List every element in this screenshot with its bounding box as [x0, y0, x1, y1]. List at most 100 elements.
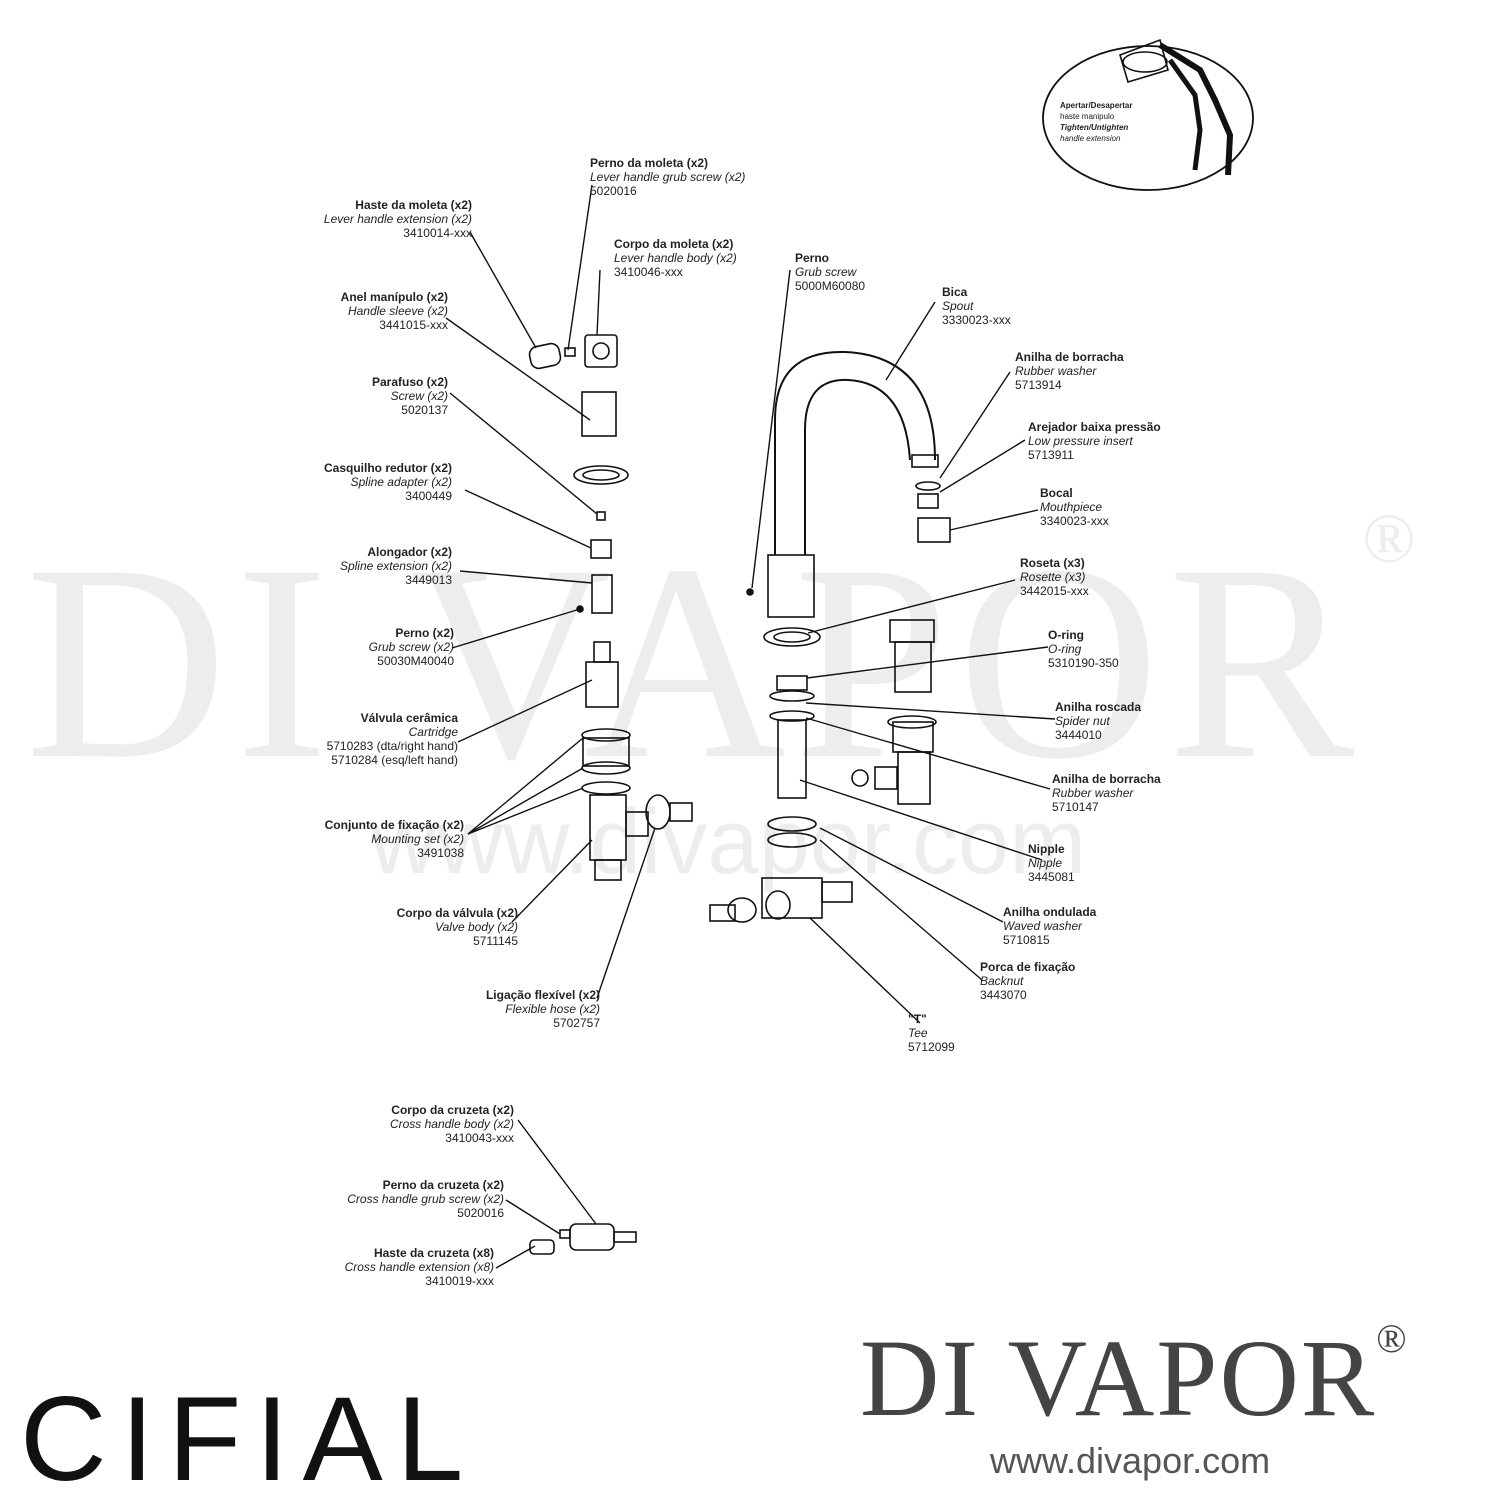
label-flexible-hose: Ligação flexível (x2) Flexible hose (x2)… — [486, 988, 600, 1030]
label-en: Spider nut — [1055, 714, 1110, 728]
label-pt: Porca de fixação — [980, 960, 1076, 974]
label-pt: Bica — [942, 285, 968, 299]
label-code: 3491038 — [417, 846, 464, 860]
label-pt: Haste da cruzeta (x8) — [373, 1246, 494, 1260]
label-en: Waved washer — [1003, 919, 1083, 933]
label-handle-sleeve: Anel manípulo (x2) Handle sleeve (x2) 34… — [341, 290, 448, 332]
divapor-logo: DI VAPOR® — [860, 1315, 1409, 1442]
label-en: Cross handle grub screw (x2) — [347, 1192, 504, 1206]
label-rosette: Roseta (x3) Rosette (x3) 3442015-xxx — [1020, 556, 1089, 598]
label-code: 3410043-xxx — [445, 1131, 514, 1145]
label-en: Grub screw — [795, 265, 857, 279]
label-waved-washer: Anilha ondulada Waved washer 5710815 — [1003, 905, 1096, 947]
label-en: Spline adapter (x2) — [350, 475, 452, 489]
label-pt: Perno (x2) — [395, 626, 454, 640]
label-code: 3330023-xxx — [942, 313, 1011, 327]
label-code: 5000M60080 — [795, 279, 866, 293]
label-valve-body: Corpo da válvula (x2) Valve body (x2) 57… — [397, 906, 518, 948]
label-code: 3449013 — [405, 573, 452, 587]
label-en: Handle sleeve (x2) — [347, 304, 448, 318]
label-en: Screw (x2) — [390, 389, 448, 403]
label-en: Tee — [908, 1026, 928, 1040]
leader-lines — [445, 184, 1056, 1269]
label-code: 3441015-xxx — [379, 318, 448, 332]
label-pt: Anilha ondulada — [1003, 905, 1097, 919]
label-rubber-washer-top: Anilha de borracha Rubber washer 5713914 — [1015, 350, 1124, 392]
label-pt: Anilha de borracha — [1052, 772, 1161, 786]
label-pt: Perno da cruzeta (x2) — [382, 1178, 504, 1192]
label-code: 3410019-xxx — [425, 1274, 494, 1288]
inset-en-sub: handle extension — [1060, 134, 1121, 143]
label-code: 50030M40040 — [377, 654, 454, 668]
label-spout-grub-screw: Perno Grub screw 5000M60080 — [795, 251, 865, 293]
label-pt: Perno da moleta (x2) — [590, 156, 709, 170]
inset-tool-illustration — [1042, 38, 1254, 191]
label-en: Flexible hose (x2) — [505, 1002, 600, 1016]
label-pt: Conjunto de fixação (x2) — [324, 818, 464, 832]
label-pt: Parafuso (x2) — [371, 375, 448, 389]
label-pt: Anilha de borracha — [1015, 350, 1124, 364]
label-code: 3444010 — [1055, 728, 1102, 742]
label-en: Lever handle extension (x2) — [323, 212, 472, 226]
label-pt: O-ring — [1048, 628, 1084, 642]
right-valve-parts — [851, 619, 937, 805]
label-pt: Arejador baixa pressão — [1028, 420, 1161, 434]
label-spout: Bica Spout 3330023-xxx — [942, 285, 1011, 327]
label-pt: Haste da moleta (x2) — [355, 198, 472, 212]
label-en: Valve body (x2) — [435, 920, 518, 934]
label-cross-handle-body: Corpo da cruzeta (x2) Cross handle body … — [390, 1103, 514, 1145]
label-lever-grub-screw: Perno da moleta (x2) Lever handle grub s… — [590, 156, 745, 198]
label-nipple: Nipple Nipple 3445081 — [1028, 842, 1075, 884]
label-en: Rubber washer — [1052, 786, 1134, 800]
spout-parts — [709, 350, 951, 923]
label-tee: "T" Tee 5712099 — [908, 1012, 955, 1054]
cross-handle-parts — [529, 1223, 637, 1255]
label-screw: Parafuso (x2) Screw (x2) 5020137 — [372, 375, 448, 417]
watermark-url: www.divapor.com — [370, 791, 1086, 893]
label-code: 5310190-350 — [1048, 656, 1119, 670]
label-grub-screw: Perno (x2) Grub screw (x2) 50030M40040 — [369, 626, 454, 668]
inset-caption: Apertar/Desapertar haste manipulo Tighte… — [1060, 100, 1132, 144]
label-pt: Corpo da cruzeta (x2) — [391, 1103, 514, 1117]
label-cartridge: Válvula cerâmica Cartridge 5710283 (dta/… — [327, 711, 458, 767]
label-pt: Anilha roscada — [1055, 700, 1142, 714]
label-pt: Nipple — [1028, 842, 1065, 856]
label-code: 5710815 — [1003, 933, 1050, 947]
label-code: 3443070 — [980, 988, 1027, 1002]
inset-pt-sub: haste manipulo — [1060, 112, 1115, 121]
label-pt: "T" — [908, 1012, 927, 1026]
label-lever-body: Corpo da moleta (x2) Lever handle body (… — [614, 237, 737, 279]
label-en: Mouthpiece — [1040, 500, 1103, 514]
label-o-ring: O-ring O-ring 5310190-350 — [1048, 628, 1119, 670]
label-cross-handle-extension: Haste da cruzeta (x8) Cross handle exten… — [345, 1246, 494, 1288]
label-pt: Roseta (x3) — [1020, 556, 1085, 570]
label-en: Rubber washer — [1015, 364, 1097, 378]
label-pt: Corpo da moleta (x2) — [614, 237, 734, 251]
label-pt: Perno — [795, 251, 830, 265]
label-spline-adapter: Casquilho redutor (x2) Spline adapter (x… — [324, 461, 452, 503]
label-code: 3400449 — [405, 489, 452, 503]
label-code: 3410046-xxx — [614, 265, 683, 279]
label-en: Lever handle grub screw (x2) — [590, 170, 746, 184]
label-lever-extension: Haste da moleta (x2) Lever handle extens… — [324, 198, 472, 240]
label-en: Cross handle extension (x8) — [344, 1260, 494, 1274]
label-code: 5713914 — [1015, 378, 1062, 392]
label-en: Mounting set (x2) — [371, 832, 464, 846]
label-pt: Bocal — [1040, 486, 1073, 500]
divapor-reg: ® — [1376, 1316, 1409, 1361]
label-backnut: Porca de fixação Backnut 3443070 — [980, 960, 1075, 1002]
left-handle-parts — [528, 334, 693, 881]
inset-pt-title: Apertar/Desapertar — [1060, 101, 1133, 110]
label-code: 5710283 (dta/right hand) — [326, 739, 458, 753]
label-cross-handle-grub-screw: Perno da cruzeta (x2) Cross handle grub … — [347, 1178, 504, 1220]
label-en: Lever handle body (x2) — [614, 251, 737, 265]
label-code: 5712099 — [908, 1040, 955, 1054]
label-code: 5710147 — [1052, 800, 1099, 814]
label-en: Spout — [942, 299, 974, 313]
label-pt: Anel manípulo (x2) — [340, 290, 448, 304]
inset-en-title: Tighten/Untighten — [1060, 123, 1129, 132]
label-rubber-washer: Anilha de borracha Rubber washer 5710147 — [1052, 772, 1161, 814]
label-mounting-set: Conjunto de fixação (x2) Mounting set (x… — [325, 818, 464, 860]
label-code: 3445081 — [1028, 870, 1075, 884]
